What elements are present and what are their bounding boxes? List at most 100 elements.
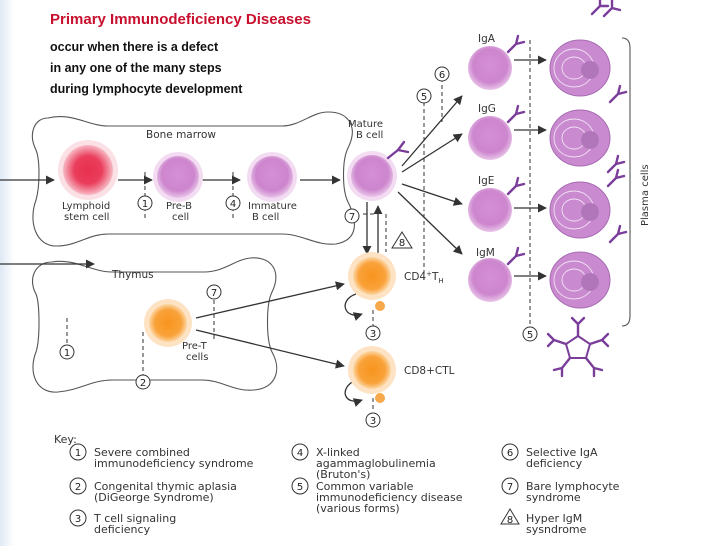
svg-text:8: 8 bbox=[399, 238, 405, 249]
igm-pentamer-antibody-icon bbox=[546, 316, 610, 378]
iga-b-cell bbox=[468, 46, 512, 90]
marker-5-right: 5 bbox=[522, 326, 538, 342]
key-item-2: 2 Congenital thymic aplasia(DiGeorge Synd… bbox=[69, 477, 237, 504]
ige-label: IgE bbox=[478, 175, 494, 187]
svg-text:3: 3 bbox=[370, 416, 376, 427]
svg-text:7: 7 bbox=[211, 288, 217, 299]
stem-cell-label-1: Lymphoid bbox=[62, 201, 110, 212]
mature-b-label-1: Mature bbox=[348, 119, 383, 130]
key-number-2: 2 bbox=[75, 482, 81, 493]
plasma-cells-label: Plasma cells bbox=[640, 164, 651, 226]
key-text-5-line-3: (various forms) bbox=[316, 502, 400, 515]
igg-receptor-icon bbox=[506, 104, 526, 124]
key-text-1-line-1: Severe combined bbox=[94, 446, 190, 459]
key-text-2-line-1: Congenital thymic aplasia bbox=[94, 480, 237, 493]
ige-antibody-icon-2 bbox=[608, 224, 628, 244]
mature-b-cell bbox=[351, 155, 393, 197]
key-number-8: 8 bbox=[507, 515, 513, 526]
cd4-cell bbox=[353, 257, 391, 295]
bone-marrow-outline bbox=[31, 111, 355, 247]
igm-b-cell bbox=[468, 258, 512, 302]
marker-4-marrow: 4 bbox=[225, 195, 241, 211]
key-badge-1 bbox=[69, 443, 87, 461]
pre-t-label-1: Pre-T bbox=[182, 341, 208, 352]
bone-marrow-label: Bone marrow bbox=[146, 129, 216, 141]
marker-3-cd4: 3 bbox=[365, 325, 381, 341]
immature-b-label-2: B cell bbox=[252, 212, 279, 223]
marker-2: 2 bbox=[135, 374, 151, 390]
key-number-4: 4 bbox=[297, 448, 303, 459]
pre-b-label-1: Pre-B bbox=[166, 201, 192, 212]
pre-t-cell bbox=[149, 304, 187, 342]
ige-b-cell bbox=[468, 188, 512, 232]
slide-heading: Primary Immunodeficiency Diseases bbox=[50, 11, 311, 28]
key-text-5-line-2: immunodeficiency disease bbox=[316, 491, 463, 504]
arrow-mature-to-ige bbox=[401, 183, 463, 206]
ige-receptor-icon bbox=[506, 176, 526, 196]
igg-b-cell bbox=[468, 116, 512, 160]
key-text-8-line-1: Hyper IgM bbox=[526, 512, 582, 525]
plasma-cell-iga bbox=[549, 39, 611, 97]
key-number-5: 5 bbox=[297, 482, 303, 493]
stem-cell bbox=[63, 145, 113, 195]
key-badge-3 bbox=[69, 509, 87, 527]
key-text-4-line-1: X-linked bbox=[316, 446, 360, 459]
svg-text:2: 2 bbox=[140, 378, 146, 389]
arrow-mature-to-igm bbox=[397, 191, 463, 255]
key-text-4-line-3: (Bruton's) bbox=[316, 468, 370, 481]
arrow-mature-to-iga bbox=[401, 95, 463, 167]
key-badge-8 bbox=[500, 508, 520, 525]
key-number-6: 6 bbox=[507, 448, 513, 459]
mature-b-receptor-icon bbox=[386, 140, 410, 160]
svg-text:3: 3 bbox=[370, 329, 376, 340]
key-badge-7 bbox=[501, 477, 519, 495]
key-number-1: 1 bbox=[75, 448, 81, 459]
cd8-cell bbox=[353, 351, 391, 389]
key-badge-2 bbox=[69, 477, 87, 495]
svg-text:7: 7 bbox=[349, 212, 355, 223]
key-badge-6 bbox=[501, 443, 519, 461]
key-title: Key: bbox=[54, 433, 77, 446]
slide-subtitle-line-2: in any one of the many steps bbox=[50, 61, 222, 75]
igm-label: IgM bbox=[476, 247, 495, 259]
key-text-1-line-2: immunodeficiency syndrome bbox=[94, 457, 254, 470]
key-number-3: 3 bbox=[75, 514, 81, 525]
marker-5-top: 5 bbox=[416, 88, 432, 104]
plasma-cell-igg bbox=[549, 109, 611, 167]
immature-b-label-1: Immature bbox=[248, 201, 297, 212]
iga-dimer-antibody-icon bbox=[590, 0, 622, 18]
cd4-granule-icon bbox=[375, 301, 385, 311]
key-text-7-line-2: syndrome bbox=[526, 491, 581, 504]
slide-edge-gradient bbox=[0, 0, 14, 546]
cd8-label: CD8+CTL bbox=[404, 365, 455, 377]
pre-b-label-2: cell bbox=[172, 212, 189, 223]
svg-text:6: 6 bbox=[439, 70, 445, 81]
key-text-2-line-2: (DiGeorge Syndrome) bbox=[94, 491, 214, 504]
pre-b-cell bbox=[157, 156, 199, 198]
slide-subtitle-line-1: occur when there is a defect bbox=[50, 40, 219, 54]
thymus-outline bbox=[32, 257, 278, 393]
stem-cell-label-2: stem cell bbox=[64, 212, 109, 223]
marker-7-thymus: 7 bbox=[206, 284, 222, 300]
ige-antibody-icon-1 bbox=[606, 168, 626, 188]
pre-t-label-2: cells bbox=[186, 352, 208, 363]
marker-6: 6 bbox=[434, 66, 450, 82]
cd4-label: CD4+TH bbox=[404, 270, 444, 285]
igm-receptor-icon bbox=[506, 246, 526, 266]
key-text-4-line-2: agammaglobulinemia bbox=[316, 457, 436, 470]
svg-text:5: 5 bbox=[421, 92, 427, 103]
key-text-8-line-2: sysndrome bbox=[526, 523, 587, 536]
iga-label: IgA bbox=[478, 33, 496, 45]
svg-text:1: 1 bbox=[142, 199, 148, 210]
cd8-granule-icon bbox=[375, 393, 385, 403]
svg-text:1: 1 bbox=[64, 348, 70, 359]
arrow-cd4-loop bbox=[344, 293, 363, 321]
marker-8: 8 bbox=[391, 231, 413, 249]
